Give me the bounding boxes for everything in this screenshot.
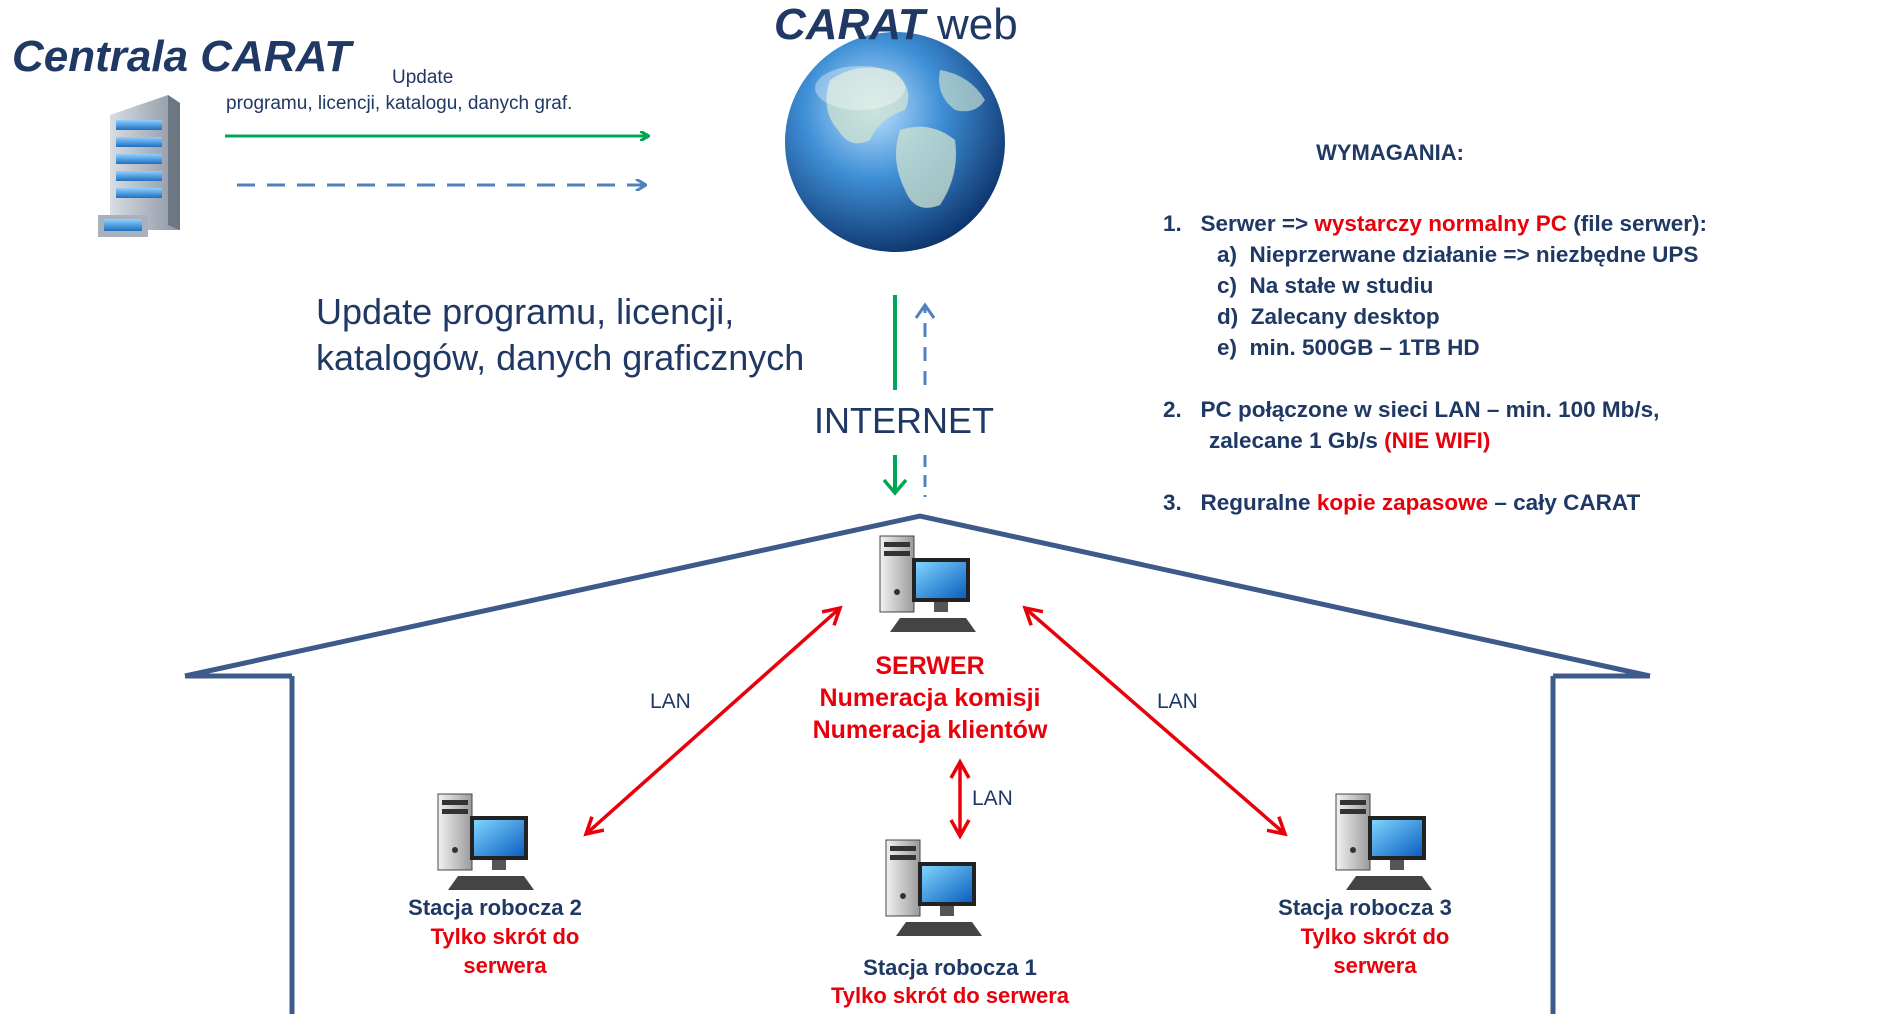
requirement-1-text-c: (file serwer): <box>1566 211 1708 236</box>
desktop-computer-icon <box>885 839 982 936</box>
top-update-detail: programu, licencji, katalogu, danych gra… <box>226 93 573 114</box>
server-client-numbering: Numeracja klientów <box>812 716 1048 744</box>
office-building-icon <box>98 95 180 237</box>
web-title-brand: CARAT <box>774 0 925 49</box>
server-commission-numbering: Numeracja komisji <box>819 684 1041 712</box>
desktop-computer-icon <box>879 535 976 632</box>
workstation-2-name: Stacja robocza 2 <box>408 895 582 920</box>
requirement-3-text-a: Reguralne <box>1200 490 1317 515</box>
requirement-1-sub-c-key: c) <box>1217 273 1238 298</box>
requirement-1-sub-a-text: Nieprzerwane działanie => niezbędne UPS <box>1249 242 1699 267</box>
desktop-computer-icon <box>1335 793 1432 890</box>
requirement-2-number: 2. <box>1163 397 1182 422</box>
workstation-2-note-line1: Tylko skrót do <box>430 924 580 949</box>
requirement-1-number: 1. <box>1163 211 1182 236</box>
server-title: SERWER <box>875 652 985 680</box>
web-title-suffix: web <box>936 0 1018 49</box>
central-title: Centrala CARAT <box>12 32 352 81</box>
workstation-3-label: Stacja robocza 3 Tylko skrót do serwera <box>1220 893 1510 980</box>
requirement-2-line2: zalecane 1 Gb/s <box>1209 428 1385 453</box>
requirement-1-sub-d-key: d) <box>1217 304 1239 329</box>
internet-update-line2: katalogów, danych graficznych <box>316 337 805 378</box>
lan-label-center: LAN <box>972 787 1013 810</box>
requirements-title: WYMAGANIA: <box>1316 140 1464 165</box>
lan-arrow-right <box>1022 605 1288 837</box>
workstation-2-label: Stacja robocza 2 Tylko skrót do serwera <box>350 893 640 980</box>
requirement-2-cont: zalecane 1 Gb/s (NIE WIFI) <box>1163 425 1883 456</box>
desktop-computer-icon <box>437 793 534 890</box>
requirement-2-highlight: (NIE WIFI) <box>1384 428 1491 453</box>
requirement-1-sub-e: e) min. 500GB – 1TB HD <box>1163 332 1883 363</box>
workstation-1-name: Stacja robocza 1 <box>863 955 1037 980</box>
internet-label: INTERNET <box>814 400 994 441</box>
requirement-3: 3. Reguralne kopie zapasowe – cały CARAT <box>1163 487 1883 518</box>
requirement-1: 1. Serwer => wystarczy normalny PC (file… <box>1163 208 1883 239</box>
workstation-3-name: Stacja robocza 3 <box>1278 895 1452 920</box>
requirement-3-highlight: kopie zapasowe <box>1316 490 1489 515</box>
lan-label-left: LAN <box>650 690 691 713</box>
requirement-1-sub-a: a) Nieprzerwane działanie => niezbędne U… <box>1163 239 1883 270</box>
internet-arrows-lower <box>882 455 927 497</box>
workstation-3-note-line1: Tylko skrót do <box>1300 924 1450 949</box>
requirement-3-number: 3. <box>1163 490 1182 515</box>
lan-label-right: LAN <box>1157 690 1198 713</box>
requirement-1-sub-c-text: Na stałe w studiu <box>1249 273 1434 298</box>
requirement-1-text-a: Serwer => <box>1200 211 1315 236</box>
server-label: SERWER Numeracja komisji Numeracja klien… <box>780 650 1080 746</box>
workstation-1-label: Stacja robocza 1 Tylko skrót do serwera <box>780 954 1120 1010</box>
requirement-1-highlight: wystarczy normalny PC <box>1314 211 1567 236</box>
workstation-3-note-line2: serwera <box>1333 953 1417 978</box>
requirement-3-text-c: – cały CARAT <box>1488 490 1641 515</box>
requirements-list: 1. Serwer => wystarczy normalny PC (file… <box>1163 208 1883 518</box>
requirement-1-sub-c: c) Na stałe w studiu <box>1163 270 1883 301</box>
requirement-1-sub-a-key: a) <box>1217 242 1238 267</box>
requirement-1-sub-e-key: e) <box>1217 335 1238 360</box>
house-outline <box>184 513 1651 1014</box>
requirement-1-sub-e-text: min. 500GB – 1TB HD <box>1249 335 1480 360</box>
requirement-1-sub-d-text: Zalecany desktop <box>1250 304 1440 329</box>
lan-arrow-left <box>583 605 843 837</box>
internet-arrows-upper <box>893 295 936 390</box>
workstation-1-note: Tylko skrót do serwera <box>830 983 1069 1008</box>
requirement-2-line1: PC połączone w sieci LAN – min. 100 Mb/s… <box>1200 397 1660 422</box>
requirement-2: 2. PC połączone w sieci LAN – min. 100 M… <box>1163 394 1883 425</box>
requirement-1-sub-d: d) Zalecany desktop <box>1163 301 1883 332</box>
top-update-label: Update <box>392 67 454 88</box>
web-title: CARAT web <box>774 0 1018 50</box>
internet-update-line1: Update programu, licencji, <box>316 291 735 332</box>
workstation-2-note-line2: serwera <box>463 953 547 978</box>
globe-icon <box>785 32 1005 252</box>
